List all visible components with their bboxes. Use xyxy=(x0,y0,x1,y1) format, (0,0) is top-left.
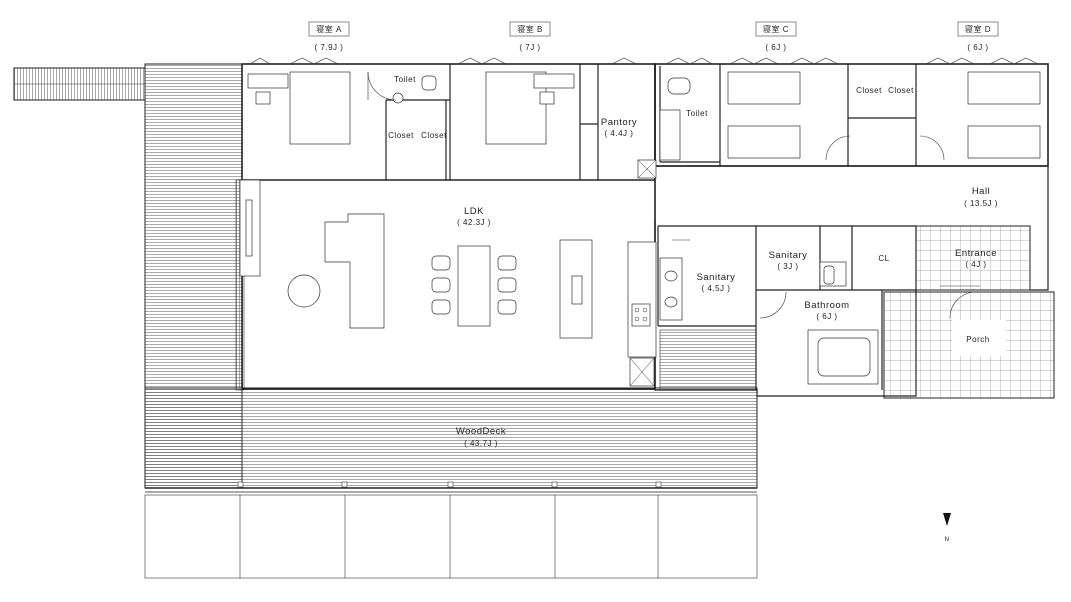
bedroom-c-name: 寝室 C xyxy=(763,24,789,34)
bathroom-name: Bathroom xyxy=(804,300,849,311)
cl-label: CL xyxy=(878,254,889,263)
entrance-size: ( 4J ) xyxy=(965,260,986,269)
closet-a1-label: Closet xyxy=(388,131,414,140)
north-arrow: N xyxy=(943,513,951,543)
entrance-name: Entrance xyxy=(955,248,997,259)
closet-c-label: Closet xyxy=(856,86,882,95)
porch-label: Porch xyxy=(966,335,989,344)
sanitary-1-size: ( 4.5J ) xyxy=(702,284,731,293)
bedroom-d-name: 寝室 D xyxy=(965,24,991,34)
toilet-b-label: Toilet xyxy=(686,109,708,118)
furniture-bedrooms xyxy=(247,71,1041,159)
bedroom-a-name: 寝室 A xyxy=(316,24,342,34)
entry-steps xyxy=(13,67,146,101)
bedroom-b-name: 寝室 B xyxy=(517,24,543,34)
hall-name: Hall xyxy=(972,186,990,197)
bedroom-d-size: ( 6J ) xyxy=(967,43,988,52)
wood-deck-size: ( 43.7J ) xyxy=(464,439,498,448)
sanitary-1-name: Sanitary xyxy=(697,272,736,283)
sanitary-2-size: ( 3J ) xyxy=(777,262,798,271)
closet-a2-label: Closet xyxy=(421,131,447,140)
furniture-ldk xyxy=(239,159,657,387)
entrance-tiles xyxy=(915,225,1031,291)
wood-deck-area xyxy=(144,63,758,493)
bathroom-size: ( 6J ) xyxy=(816,312,837,321)
bedroom-c-size: ( 6J ) xyxy=(765,43,786,52)
north-label: N xyxy=(945,537,950,543)
toilet-a-label: Toilet xyxy=(394,75,416,84)
bedroom-a-size: ( 7.9J ) xyxy=(315,43,344,52)
wood-deck-name: WoodDeck xyxy=(456,426,506,437)
pantry-size: ( 4.4J ) xyxy=(605,129,634,138)
labels: 寝室 A ( 7.9J ) 寝室 B ( 7J ) 寝室 C ( 6J ) 寝室… xyxy=(315,24,998,448)
pergola-beams xyxy=(144,494,758,579)
ldk-size: ( 42.3J ) xyxy=(457,218,491,227)
pantry-name: Pantory xyxy=(601,117,637,128)
bedroom-tags xyxy=(308,21,999,37)
ldk-name: LDK xyxy=(464,206,484,217)
closet-d-label: Closet xyxy=(888,86,914,95)
wet-area-fixtures xyxy=(659,257,879,385)
hall-size: ( 13.5J ) xyxy=(964,199,998,208)
sanitary-2-name: Sanitary xyxy=(769,250,808,261)
north-arrow-icon xyxy=(943,513,951,526)
bedroom-b-size: ( 7J ) xyxy=(519,43,540,52)
windows-top xyxy=(249,57,1039,65)
